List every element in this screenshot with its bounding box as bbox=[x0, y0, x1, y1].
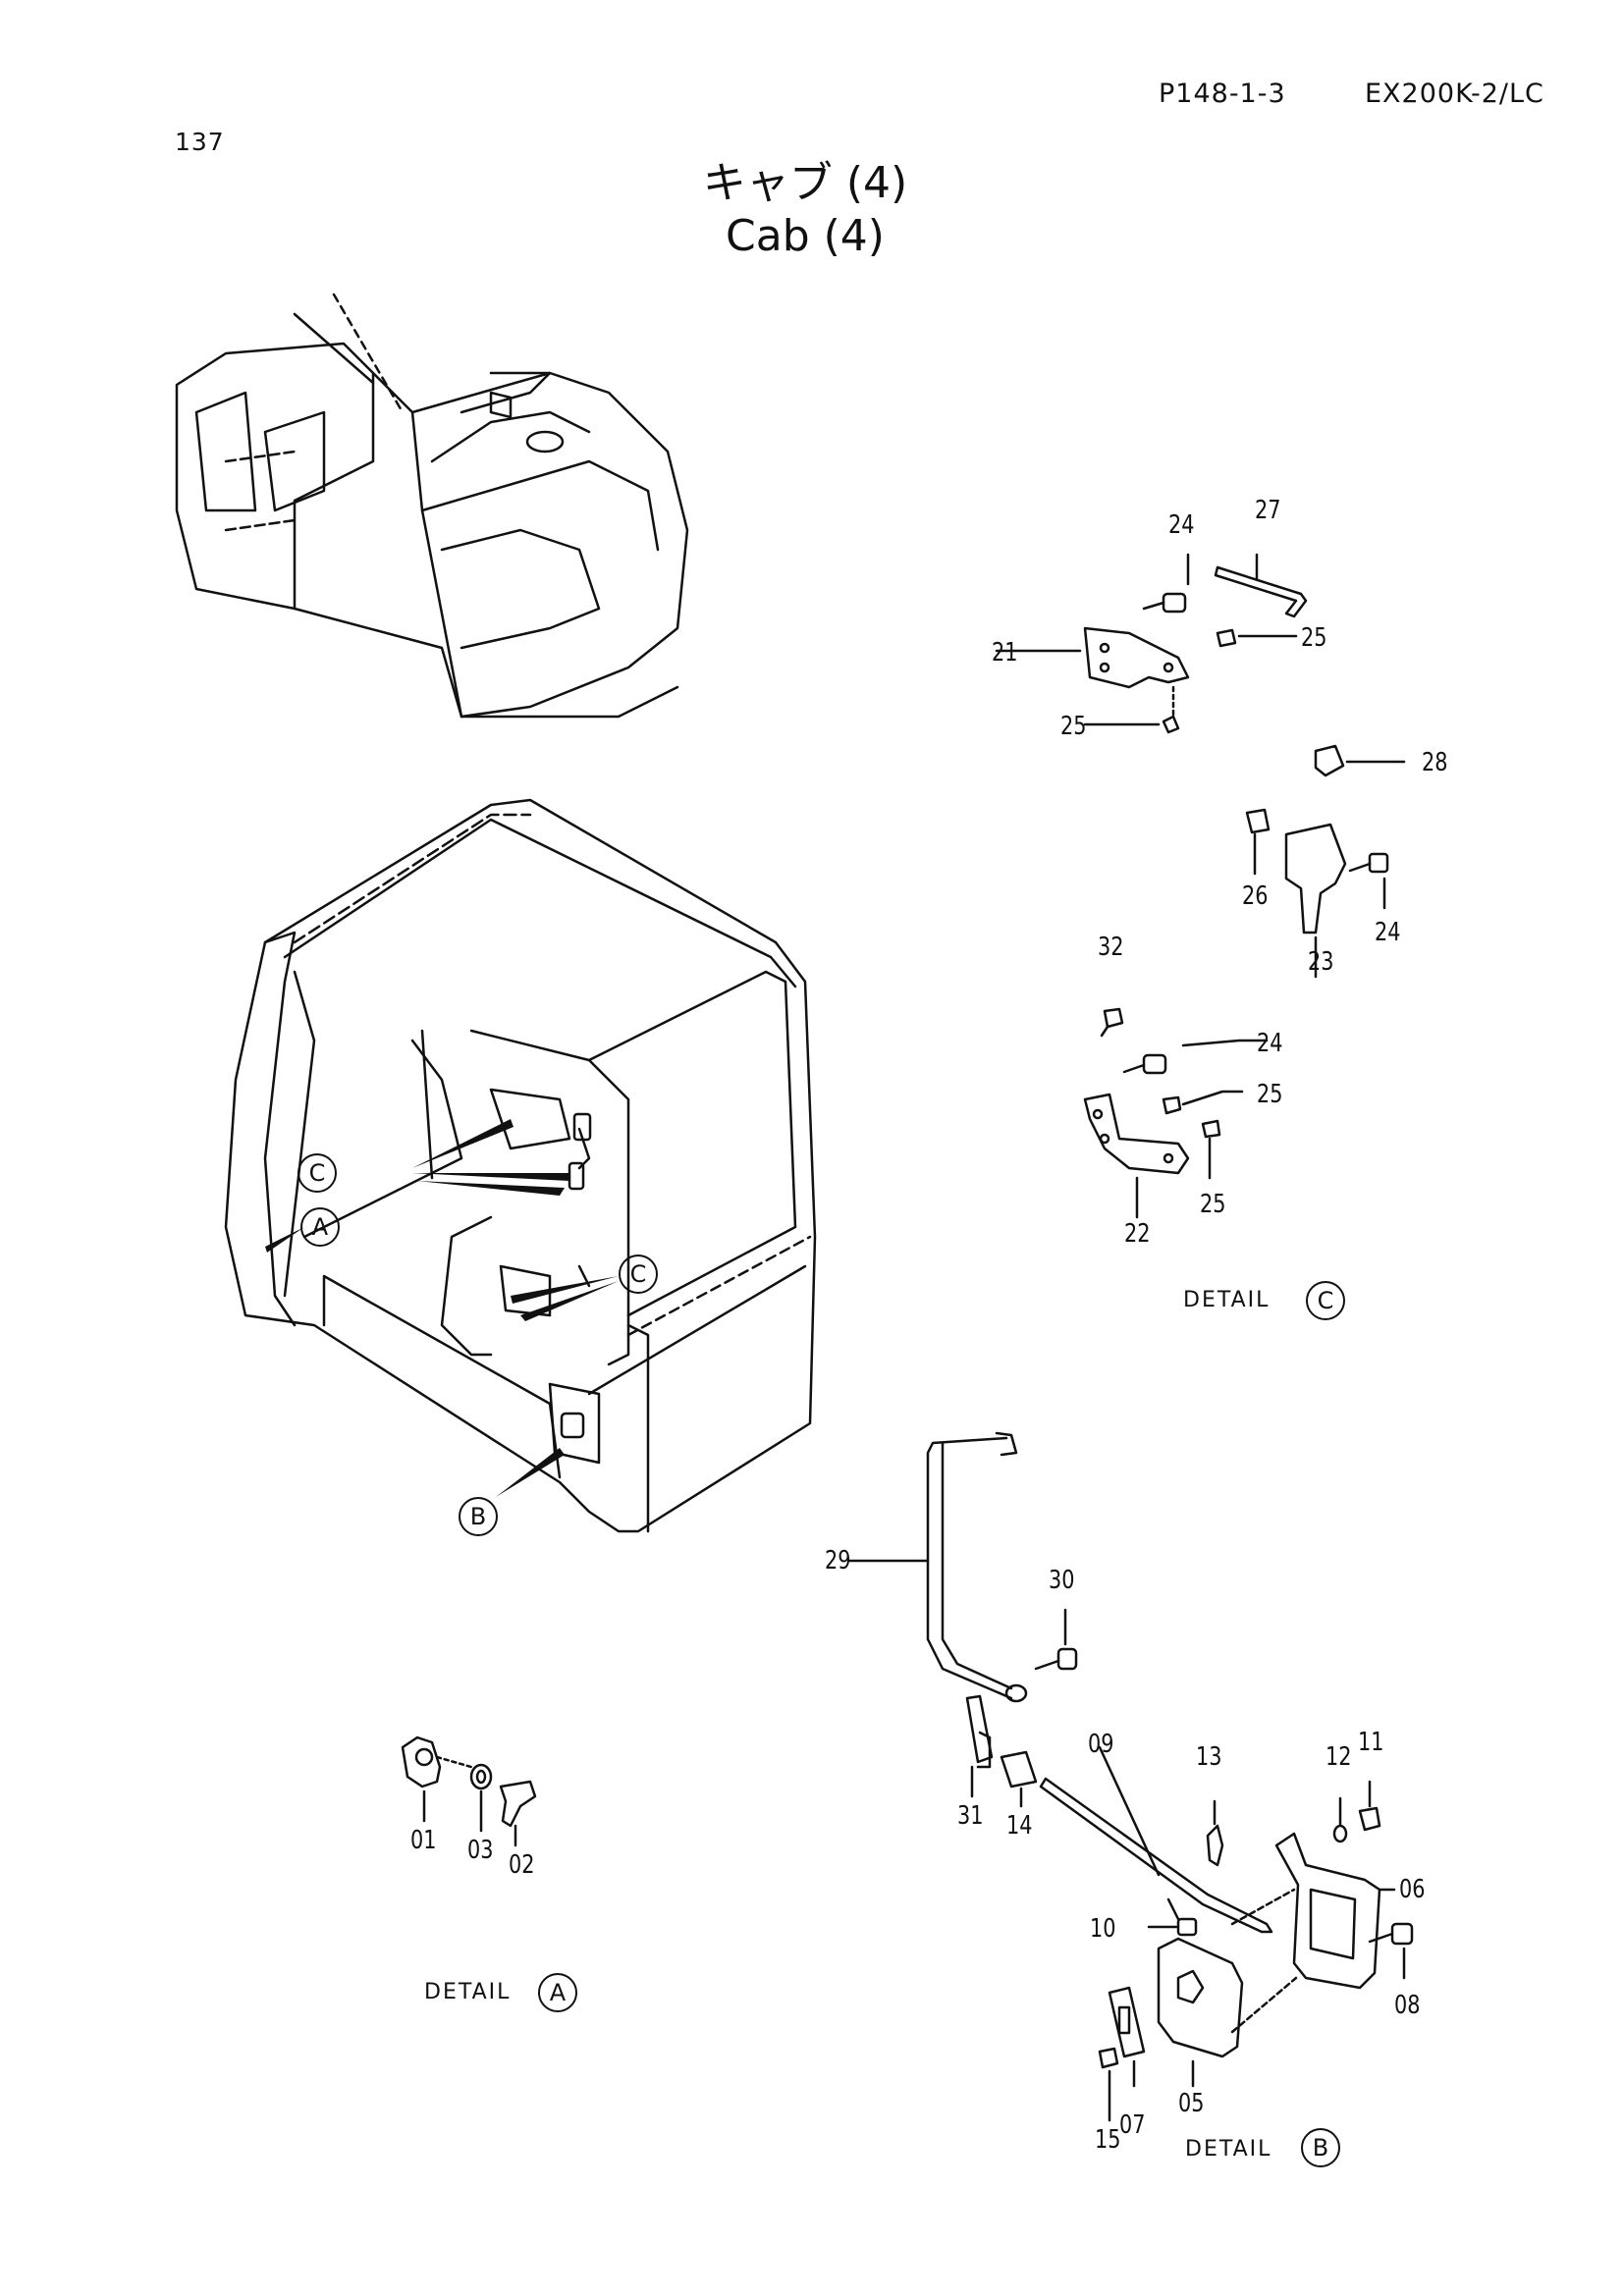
part-number: 11 bbox=[1358, 1728, 1384, 1757]
part-number: 06 bbox=[1399, 1875, 1426, 1904]
page-title-japanese: キャブ (4) bbox=[702, 158, 908, 208]
detail-a-drawing bbox=[401, 1735, 537, 1847]
model-code: EX200K-2/LC bbox=[1365, 79, 1544, 109]
part-number: 02 bbox=[509, 1850, 535, 1880]
part-number: 27 bbox=[1255, 496, 1281, 525]
part-number: 24 bbox=[1375, 918, 1401, 947]
part-number: 09 bbox=[1088, 1730, 1114, 1759]
part-number: 29 bbox=[825, 1546, 851, 1575]
part-number: 25 bbox=[1257, 1080, 1283, 1109]
part-number: 32 bbox=[1098, 933, 1124, 962]
part-number: 25 bbox=[1060, 712, 1087, 741]
callout-c-lower: C bbox=[619, 1255, 658, 1294]
detail-c-letter: C bbox=[1306, 1281, 1345, 1320]
part-number: 30 bbox=[1049, 1566, 1075, 1595]
part-number: 05 bbox=[1178, 2089, 1205, 2118]
detail-a-letter: A bbox=[538, 1973, 577, 2012]
detail-a-caption: DETAIL bbox=[424, 1980, 512, 2004]
part-number: 13 bbox=[1196, 1742, 1222, 1772]
detail-b-letter: B bbox=[1301, 2128, 1340, 2167]
excavator-overview-drawing bbox=[175, 293, 689, 719]
part-number: 21 bbox=[992, 638, 1018, 667]
detail-c-drawing bbox=[995, 553, 1406, 1219]
detail-b-drawing bbox=[847, 1431, 1414, 2122]
part-number: 24 bbox=[1257, 1029, 1283, 1058]
part-number: 08 bbox=[1394, 1991, 1421, 2020]
part-number: 31 bbox=[957, 1801, 984, 1831]
detail-c-caption: DETAIL bbox=[1183, 1288, 1271, 1312]
callout-a: A bbox=[300, 1207, 340, 1247]
part-number: 24 bbox=[1168, 510, 1195, 540]
page-title-english: Cab (4) bbox=[726, 211, 885, 261]
part-number: 12 bbox=[1325, 1742, 1352, 1772]
part-number: 15 bbox=[1095, 2125, 1121, 2155]
page-code: P148-1-3 bbox=[1159, 79, 1286, 109]
part-number: 22 bbox=[1124, 1219, 1151, 1249]
part-number: 23 bbox=[1308, 947, 1334, 977]
part-number: 07 bbox=[1119, 2110, 1146, 2140]
page-number: 137 bbox=[175, 128, 225, 156]
part-number: 25 bbox=[1200, 1190, 1226, 1219]
part-number: 28 bbox=[1422, 748, 1448, 777]
cab-body-drawing bbox=[224, 798, 817, 1533]
part-number: 01 bbox=[410, 1826, 437, 1855]
callout-b: B bbox=[459, 1497, 498, 1536]
part-number: 14 bbox=[1006, 1811, 1033, 1841]
part-number: 25 bbox=[1301, 623, 1327, 653]
callout-c-upper: C bbox=[298, 1153, 337, 1193]
callout-leaders bbox=[265, 1119, 619, 1497]
detail-b-caption: DETAIL bbox=[1185, 2137, 1272, 2162]
part-number: 03 bbox=[467, 1836, 494, 1865]
part-number: 10 bbox=[1090, 1914, 1116, 1944]
part-number: 26 bbox=[1242, 881, 1269, 911]
